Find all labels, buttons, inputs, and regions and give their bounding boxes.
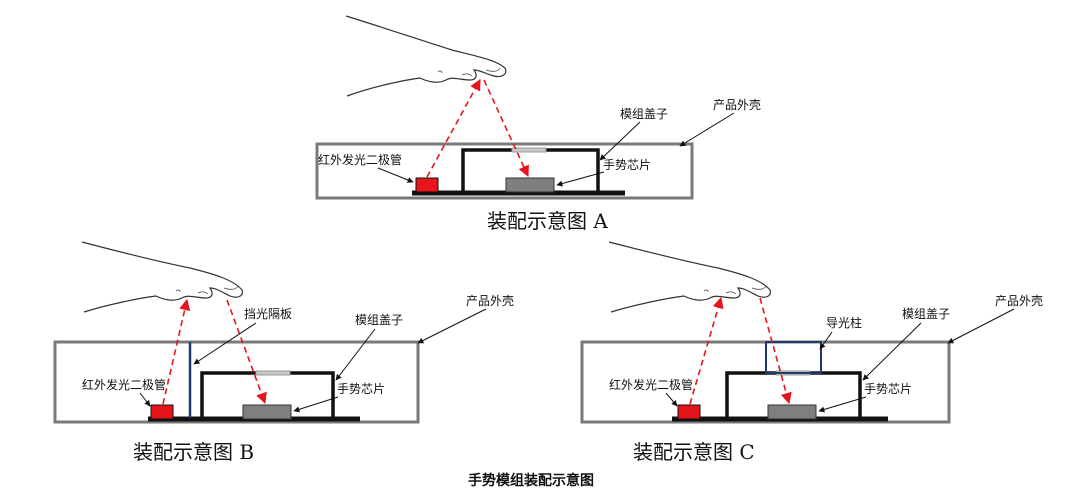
product-shell-a [315,142,694,200]
ir-beam-return-b [226,299,267,405]
label-ir-led-c: 红外发光二极管 [609,377,693,392]
gesture-chip-b [242,404,292,420]
leader-ir-led-c [665,392,678,407]
leader-gesture-chip-a [556,171,605,187]
cover-window-a [511,147,547,153]
leader-light-guide-c [819,331,833,350]
ir-led-a [415,177,439,193]
label-gesture-chip-a: 手势芯片 [603,158,651,172]
cover-window-b [255,370,291,376]
label-light-barrier-b: 挡光隔板 [244,307,292,321]
ir-beam-return-a [483,79,529,178]
caption-a: 装配示意图 A [487,209,608,233]
diagram-a: 红外发光二极管 手势芯片 模组盖子 产品外壳 装配示意图 A [315,15,761,233]
ir-led-b [150,404,174,420]
ir-beam-return-c [759,297,792,405]
leader-module-cover-a [599,121,641,161]
leader-product-shell-b [417,308,487,344]
label-module-cover-a: 模组盖子 [620,107,668,121]
ir-led-c [677,404,701,420]
diagram-b: 挡光隔板 红外发光二极管 手势芯片 模组盖子 产品外壳 装配示意图 B [53,241,514,464]
leader-module-cover-b [335,328,376,381]
leader-gesture-chip-c [818,396,867,413]
label-product-shell-c: 产品外壳 [995,294,1043,308]
label-product-shell-b: 产品外壳 [466,294,514,308]
product-shell-b [53,340,420,424]
leader-ir-led-a [377,167,414,183]
ir-beam-out-c [689,296,724,405]
leader-ir-led-b [139,392,151,407]
leader-light-barrier-b [193,322,257,365]
ir-beam-out-b [162,298,191,405]
label-ir-led-b: 红外发光二极管 [82,377,166,392]
label-light-guide-c: 导光柱 [826,315,862,330]
hand-c [608,241,771,313]
label-product-shell-a: 产品外壳 [713,98,761,112]
label-ir-led-a: 红外发光二极管 [318,152,402,167]
diagram-c: 导光柱 模组盖子 产品外壳 红外发光二极管 手势芯片 装配示意图 C [580,241,1043,464]
label-module-cover-b: 模组盖子 [355,313,403,327]
gesture-chip-a [505,177,555,193]
label-module-cover-c: 模组盖子 [902,307,950,321]
ir-beam-out-a [426,79,481,178]
caption-c: 装配示意图 C [633,440,755,464]
hand-a [345,15,507,97]
main-caption: 手势模组装配示意图 [468,472,594,489]
hand-b [81,241,243,313]
light-guide-c [765,341,822,374]
leader-product-shell-a [679,112,735,147]
leader-product-shell-c [947,308,1015,344]
label-gesture-chip-c: 手势芯片 [864,382,912,396]
leader-module-cover-c [862,322,922,381]
gesture-chip-c [767,404,817,420]
leader-gesture-chip-b [293,396,339,413]
caption-b: 装配示意图 B [133,440,254,464]
label-gesture-chip-b: 手势芯片 [337,382,385,396]
